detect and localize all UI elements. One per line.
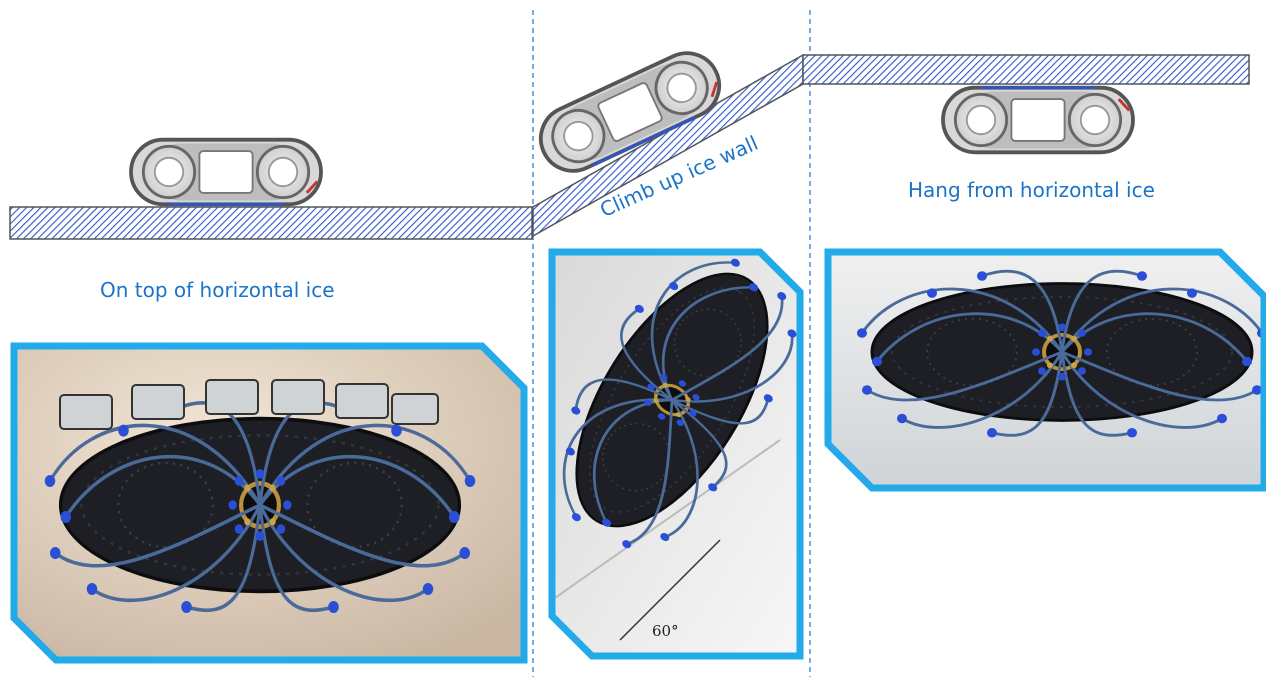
photo-hang bbox=[828, 252, 1266, 488]
horizontal-ice-slab bbox=[10, 207, 532, 239]
photo-climb: 60° bbox=[522, 227, 826, 656]
panel-on-top bbox=[10, 140, 532, 239]
ceiling-ice-slab bbox=[803, 55, 1249, 84]
photo-on-top bbox=[14, 346, 524, 660]
robot-icon-hang bbox=[943, 88, 1133, 153]
panel-hang bbox=[803, 55, 1249, 152]
label-on-top: On top of horizontal ice bbox=[100, 278, 335, 302]
label-hang: Hang from horizontal ice bbox=[908, 178, 1155, 202]
robot-icon-on-top bbox=[131, 140, 321, 205]
panel-climb bbox=[530, 43, 803, 236]
angle-annotation: 60° bbox=[652, 622, 679, 640]
